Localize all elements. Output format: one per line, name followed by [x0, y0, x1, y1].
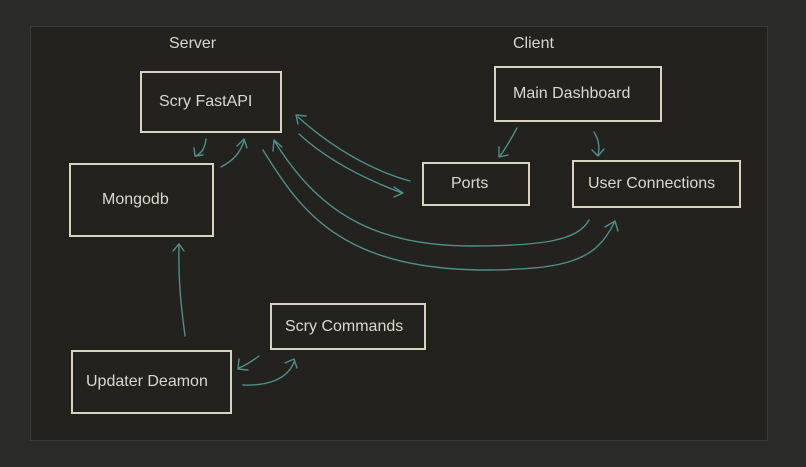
node-scry-commands-label: Scry Commands: [285, 317, 404, 335]
node-mongodb[interactable]: Mongodb: [69, 163, 214, 237]
node-scry-fastapi[interactable]: Scry FastAPI: [140, 71, 282, 133]
node-mongodb-label: Mongodb: [102, 191, 169, 208]
node-scry-commands[interactable]: Scry Commands: [270, 303, 426, 350]
node-ports-label: Ports: [451, 175, 489, 192]
node-scry-fastapi-label: Scry FastAPI: [159, 93, 253, 110]
node-ports[interactable]: Ports: [422, 162, 530, 206]
server-section-label: Server: [169, 35, 217, 52]
node-updater-deamon-label: Updater Deamon: [86, 373, 208, 390]
node-main-dashboard-label: Main Dashboard: [513, 85, 631, 102]
client-section-label: Client: [513, 35, 554, 52]
node-updater-deamon[interactable]: Updater Deamon: [71, 350, 232, 414]
node-main-dashboard[interactable]: Main Dashboard: [494, 66, 662, 122]
node-user-connections-label: User Connections: [588, 175, 716, 192]
node-user-connections[interactable]: User Connections: [572, 160, 741, 208]
